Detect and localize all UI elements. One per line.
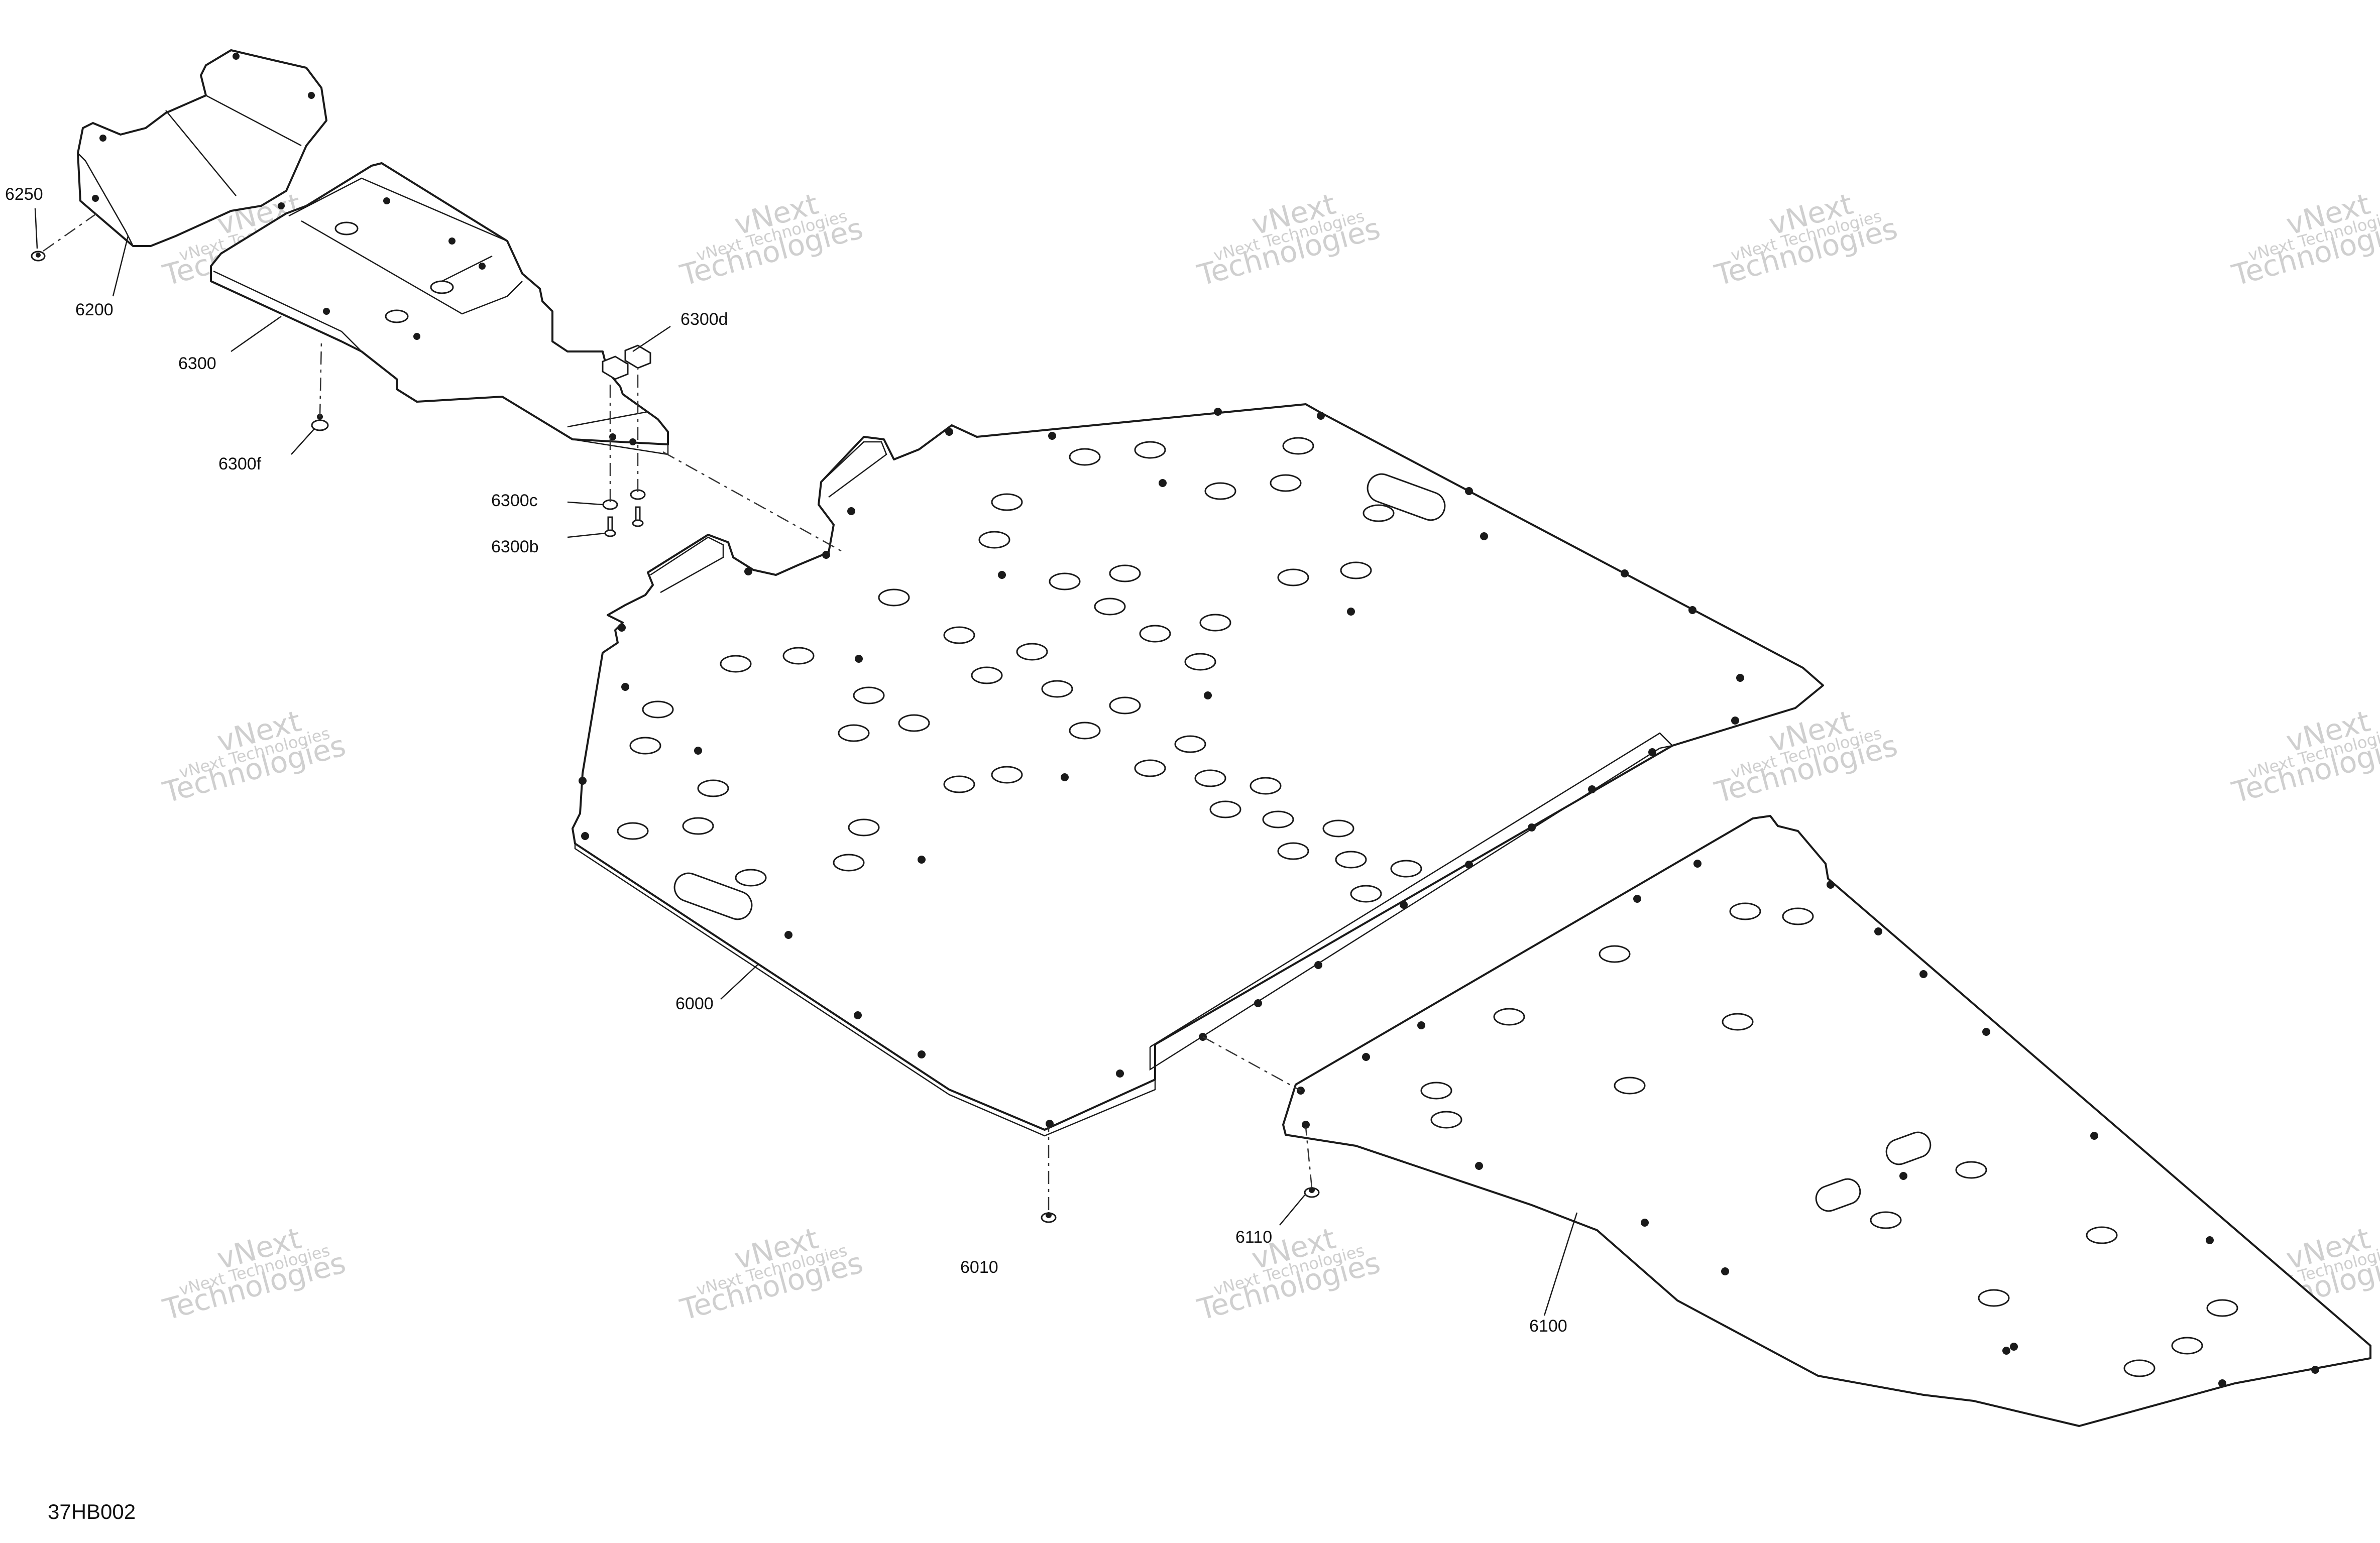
diagram-code: 37HB002 — [48, 1500, 136, 1523]
skid-plate-6100 — [1282, 815, 2371, 1427]
handle-slot — [1885, 1131, 1932, 1165]
leader-lines — [34, 208, 1578, 1316]
front-guard-6200 — [77, 49, 327, 247]
callout-6100: 6100 — [1529, 1317, 1567, 1336]
handle-slot — [1815, 1178, 1861, 1212]
callout-6110: 6110 — [1235, 1228, 1272, 1247]
watermark: vNext Technologies vNext Technologies — [1194, 1221, 1384, 1327]
watermark: vNext Technologies vNext Technologies — [159, 704, 349, 810]
clip-6300d — [602, 344, 651, 380]
watermark: vNext Technologies vNext Technologies — [2228, 187, 2380, 293]
callout-6010: 6010 — [960, 1258, 998, 1277]
watermark: vNext Technologies vNext Technologies — [159, 1221, 349, 1327]
watermark: vNext Technologies vNext Technologies — [676, 1221, 866, 1327]
watermark: vNext Technologies vNext Technologies — [1711, 187, 1901, 293]
callout-6300: 6300 — [178, 354, 216, 373]
nut-6300f — [311, 419, 329, 431]
plate-6100-rivets — [1297, 860, 2319, 1387]
front-bracket-6300 — [210, 162, 669, 455]
guard-6200-outline — [77, 49, 327, 247]
watermark: vNext Technologies vNext Technologies — [676, 187, 866, 293]
plate-6000-rivets — [579, 408, 1744, 1128]
callout-6200: 6200 — [75, 300, 114, 319]
handle-slot — [1367, 473, 1446, 521]
bolt-6300b — [604, 506, 644, 537]
callout-6300d: 6300d — [681, 310, 728, 329]
skid-plate-6000 — [572, 403, 1824, 1137]
callout-6250: 6250 — [5, 185, 43, 204]
hardware — [31, 251, 1320, 1223]
callout-6300f: 6300f — [218, 454, 262, 473]
watermark: vNext Technologies vNext Technologies — [2228, 704, 2380, 810]
callout-6300c: 6300c — [491, 491, 538, 510]
skid-plate-6100-outline — [1282, 815, 2371, 1427]
callout-labels: 6250 6200 6300 6300f 6300d 6300c 6300b 6… — [5, 185, 1567, 1336]
callout-6000: 6000 — [675, 994, 714, 1013]
handle-slot — [673, 872, 753, 920]
skid-plate-6000-outline — [572, 403, 1824, 1131]
plate-6100-holes — [1420, 902, 2238, 1377]
assembly-lines — [43, 210, 1313, 1210]
watermark: vNext Technologies vNext Technologies — [1194, 187, 1384, 293]
plate-6000-holes — [617, 437, 1422, 903]
callout-6300b: 6300b — [491, 537, 539, 556]
